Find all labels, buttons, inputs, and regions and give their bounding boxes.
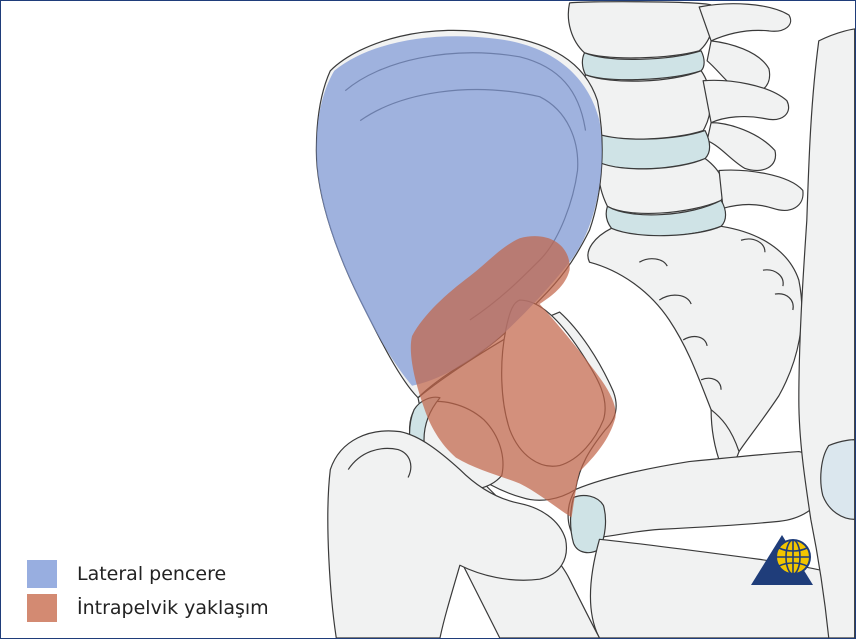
legend-label-intrapelvic: İntrapelvik yaklaşım: [77, 597, 269, 619]
legend-swatch-lateral: [27, 560, 57, 588]
legend-item-intrapelvic: İntrapelvik yaklaşım: [27, 591, 269, 625]
lower-pubis: [590, 539, 854, 638]
pubic-ramus: [568, 452, 826, 540]
legend-item-lateral-window: Lateral pencere: [27, 557, 269, 591]
legend-swatch-intrapelvic: [27, 594, 57, 622]
legend: Lateral pencere İntrapelvik yaklaşım: [27, 557, 269, 625]
globe-triangle-icon: [749, 531, 815, 587]
sacrum: [588, 226, 802, 451]
legend-label-lateral: Lateral pencere: [77, 563, 226, 585]
